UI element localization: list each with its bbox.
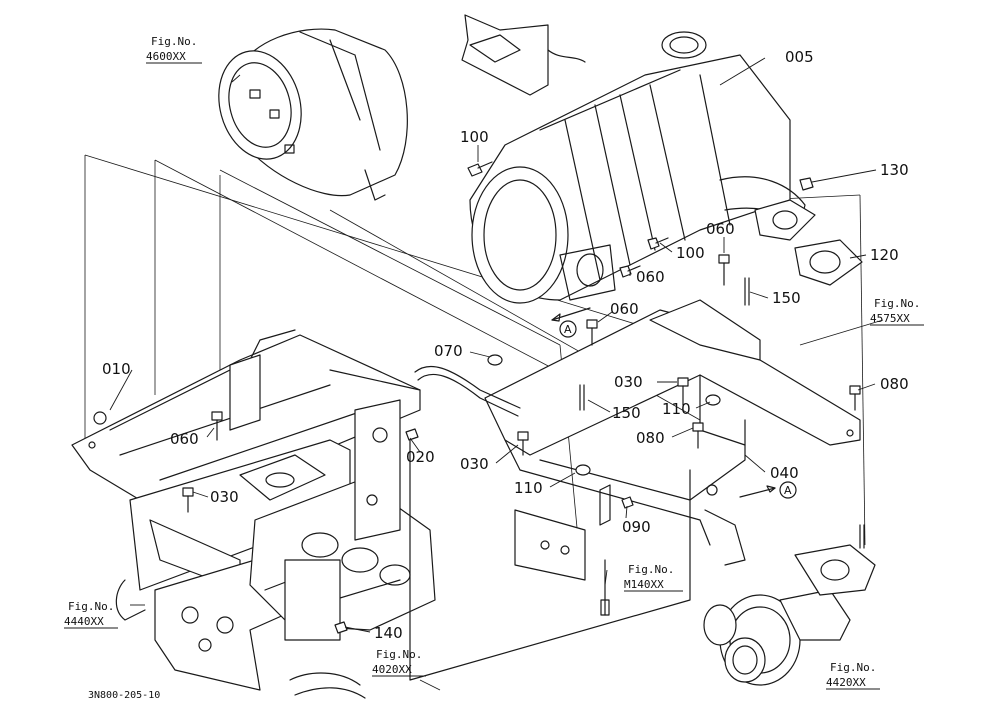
view-marker-letter: A bbox=[564, 323, 572, 336]
fig-ref-prefix: Fig.No. bbox=[68, 600, 114, 613]
label-040: 040 bbox=[770, 464, 799, 482]
label-110-upper: 110 bbox=[662, 400, 691, 418]
left-bracket bbox=[71, 329, 421, 501]
top-bracket bbox=[461, 14, 586, 96]
fig-ref-4440: Fig.No. 4440XX bbox=[64, 600, 118, 629]
label-060-front: 060 bbox=[610, 300, 639, 318]
fig-ref-4420: Fig.No. 4420XX bbox=[826, 661, 880, 690]
leader-lines bbox=[109, 57, 884, 691]
label-090: 090 bbox=[622, 518, 651, 536]
label-080-right: 080 bbox=[880, 375, 909, 393]
mid-plate bbox=[354, 399, 401, 541]
label-140: 140 bbox=[374, 624, 403, 642]
fig-ref-prefix: Fig.No. bbox=[628, 563, 674, 576]
label-070: 070 bbox=[434, 342, 463, 360]
label-100-lower: 100 bbox=[676, 244, 705, 262]
view-arrows bbox=[551, 307, 776, 498]
fig-ref-prefix: Fig.No. bbox=[874, 297, 920, 310]
label-130: 130 bbox=[880, 161, 909, 179]
fig-ref-number: 4600XX bbox=[146, 50, 186, 63]
view-markers: A A bbox=[559, 320, 797, 499]
fig-ref-4600: Fig.No. 4600XX bbox=[146, 35, 202, 64]
label-030-mid: 030 bbox=[460, 455, 489, 473]
label-030-right: 030 bbox=[614, 373, 643, 391]
fig-ref-4020: Fig.No. 4020XX bbox=[372, 648, 426, 677]
label-120: 120 bbox=[870, 246, 899, 264]
label-150-upper: 150 bbox=[772, 289, 801, 307]
fig-ref-prefix: Fig.No. bbox=[830, 661, 876, 674]
view-marker-a-lower: A bbox=[779, 481, 797, 499]
muffler-assembly bbox=[469, 31, 816, 304]
label-080-mid: 080 bbox=[636, 429, 665, 447]
fig-ref-number: 4020XX bbox=[372, 663, 412, 676]
label-150-lower: 150 bbox=[612, 404, 641, 422]
fig-ref-number: 4440XX bbox=[64, 615, 104, 628]
engine-block bbox=[239, 454, 436, 699]
label-020: 020 bbox=[406, 448, 435, 466]
label-110-lower: 110 bbox=[514, 479, 543, 497]
label-010: 010 bbox=[102, 360, 131, 378]
label-100-upper: 100 bbox=[460, 128, 489, 146]
fig-ref-prefix: Fig.No. bbox=[376, 648, 422, 661]
small-bracket bbox=[514, 484, 611, 616]
diagram-code: 3N800-205-10 bbox=[88, 690, 160, 701]
label-060-top: 060 bbox=[706, 220, 735, 238]
fasteners bbox=[182, 161, 865, 634]
turbocharger bbox=[703, 544, 876, 686]
view-marker-a-upper: A bbox=[559, 320, 577, 338]
label-005: 005 bbox=[785, 48, 814, 66]
pipe bbox=[414, 365, 521, 417]
label-060-left: 060 bbox=[170, 430, 199, 448]
line-artwork bbox=[71, 14, 876, 699]
label-060-mid: 060 bbox=[636, 268, 665, 286]
fig-ref-number: M140XX bbox=[624, 578, 664, 591]
gasket bbox=[794, 239, 863, 286]
top-left-housing bbox=[218, 28, 408, 201]
view-marker-letter: A bbox=[784, 484, 792, 497]
side-plate bbox=[409, 439, 691, 681]
fig-ref-prefix: Fig.No. bbox=[151, 35, 197, 48]
fig-ref-number: 4420XX bbox=[826, 676, 866, 689]
part-labels: 005 100 100 130 060 120 060 150 060 070 … bbox=[102, 48, 909, 642]
fig-ref-4575: Fig.No. 4575XX bbox=[870, 297, 924, 326]
fig-ref-m140: Fig.No. M140XX bbox=[624, 563, 683, 592]
label-030-left: 030 bbox=[210, 488, 239, 506]
figure-references: Fig.No. 4600XX Fig.No. 4575XX Fig.No. M1… bbox=[64, 35, 924, 690]
fig-ref-number: 4575XX bbox=[870, 312, 910, 325]
